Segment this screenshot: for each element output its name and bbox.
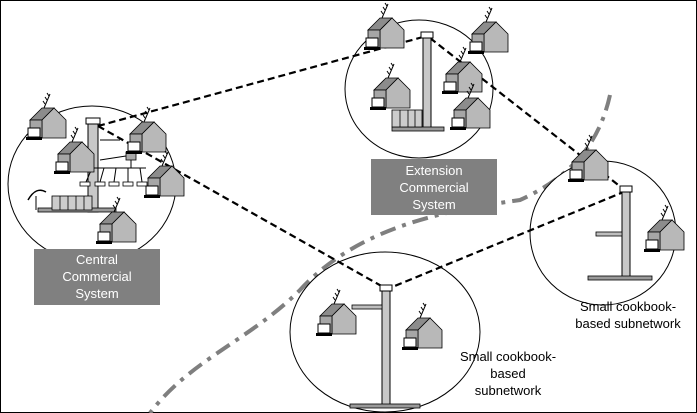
subnet-right-line-1: Small cookbook- [580,299,676,314]
link-extension-subnet-right [429,37,627,192]
house-icon [25,92,67,141]
central-label-line-2: Commercial [62,269,131,284]
subnetwork-bottom-equipment [349,284,421,409]
subnetwork-right-label: Small cookbook- based subnetwork [575,299,681,331]
extension-system-label: Extension Commercial System [371,159,497,215]
central-label-line-1: Central [76,252,118,267]
extension-label-line-3: System [412,197,455,212]
subnetwork-right-equipment [587,185,653,281]
extension-label-line-1: Extension [405,163,462,178]
subnet-right-line-2: based subnetwork [575,316,681,331]
central-label-line-3: System [75,286,118,301]
house-icon [567,134,609,183]
subnetwork-bottom-label: Small cookbook- based subnetwork [460,349,556,398]
network-links [97,35,627,292]
central-system-label: Central Commercial System [34,249,160,305]
house-icon [363,2,405,51]
extension-system-equipment [391,31,445,132]
extension-label-box [371,159,497,215]
subnet-bottom-line-2: based [490,366,525,381]
house-icon [467,6,509,55]
subnet-bottom-line-3: subnetwork [475,383,542,398]
extension-label-line-2: Commercial [399,180,468,195]
central-label-box [34,249,160,305]
link-central-extension [97,35,424,128]
subnet-bottom-line-1: Small cookbook- [460,349,556,364]
